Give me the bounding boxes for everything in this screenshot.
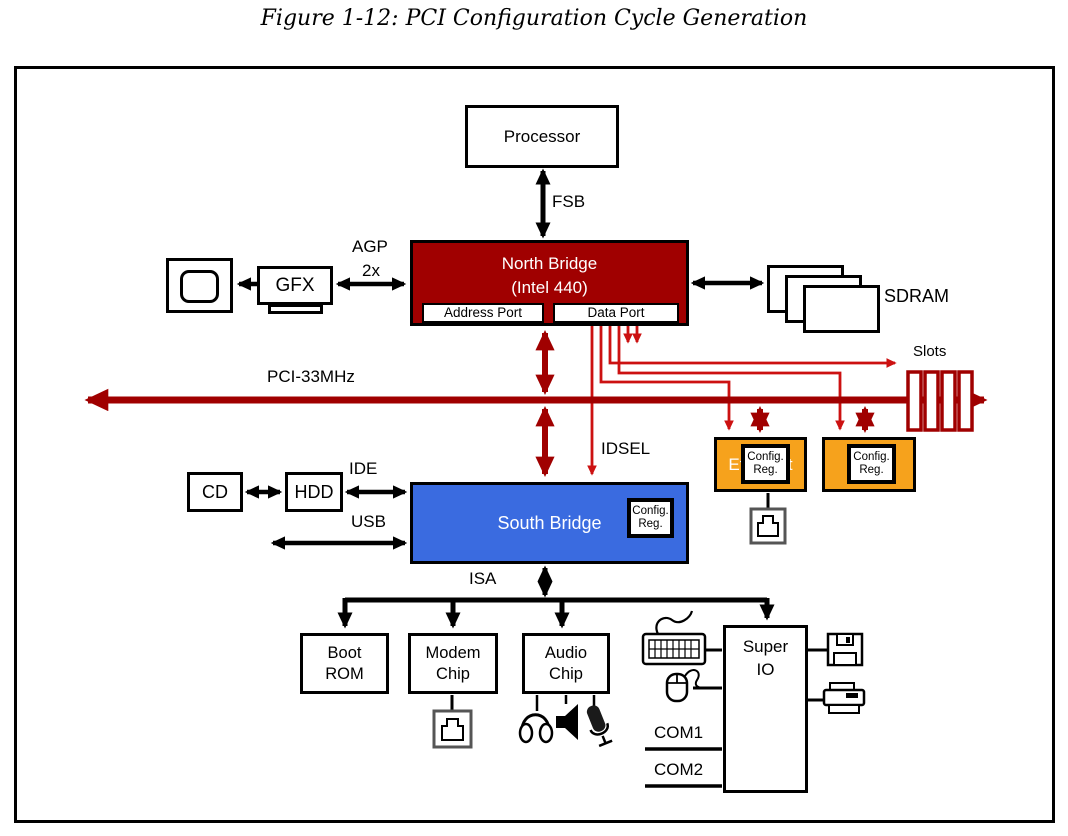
south-bridge-label: South Bridge — [497, 512, 602, 533]
super-io-line1: Super — [742, 637, 789, 656]
config-reg-line1: Config. — [747, 450, 784, 463]
config-reg-line2: Reg. — [859, 464, 884, 476]
isa-label: ISA — [469, 569, 497, 588]
gfx-label: GFX — [275, 274, 315, 296]
super-io-block: Super IO — [723, 625, 808, 793]
agp-speed-label: 2x — [362, 261, 380, 280]
figure-caption: Figure 1-12: PCI Configuration Cycle Gen… — [260, 6, 808, 31]
sdram-label: SDRAM — [884, 286, 950, 306]
south-bridge-config-reg: Config. Reg. — [627, 498, 674, 538]
boot-rom-block: Boot ROM — [300, 633, 389, 694]
ethernet-config-reg: Config. Reg. — [741, 444, 790, 484]
keyboard-icon — [641, 610, 707, 666]
usb-label: USB — [351, 512, 386, 531]
com1-label: COM1 — [654, 723, 704, 742]
north-bridge-sublabel: (Intel 440) — [511, 277, 588, 297]
pci-bus-label: PCI-33MHz — [267, 367, 355, 386]
monitor-screen — [180, 270, 219, 303]
agp-label: AGP — [352, 237, 388, 256]
data-port: Data Port — [553, 303, 679, 323]
floppy-disk-icon — [826, 632, 864, 667]
modem-chip-block: Modem Chip — [408, 633, 498, 694]
idsel-label: IDSEL — [601, 439, 651, 458]
idsel-line-slots — [608, 323, 897, 368]
audio-chip-block: Audio Chip — [522, 633, 610, 694]
scsi-config-reg: Config. Reg. — [847, 444, 896, 484]
super-io-line2: IO — [756, 659, 775, 679]
boot-rom-line2: ROM — [325, 664, 364, 683]
rj45-jack-icon-ethernet — [749, 507, 787, 545]
gfx-block: GFX — [257, 266, 333, 305]
headphones-icon — [518, 713, 554, 744]
north-bridge-label: North Bridge — [501, 254, 598, 273]
slots-label: Slots — [913, 343, 947, 360]
hdd-block: HDD — [285, 472, 343, 512]
ide-label: IDE — [349, 459, 378, 478]
icon-layer — [432, 507, 866, 749]
cd-label: CD — [202, 481, 228, 502]
sdram-module-3 — [803, 285, 880, 333]
pci-bus-group — [84, 330, 988, 477]
slot-connectors-icon — [906, 370, 974, 432]
rj45-jack-icon-modem — [432, 709, 473, 749]
config-reg-line2: Reg. — [753, 464, 778, 476]
modem-chip-line2: Chip — [436, 664, 470, 683]
fsb-label: FSB — [552, 192, 586, 211]
processor-block: Processor — [465, 105, 619, 168]
config-reg-line2: Reg. — [638, 518, 663, 530]
address-port-label: Address Port — [443, 304, 523, 320]
speaker-icon — [556, 704, 578, 740]
address-port: Address Port — [422, 303, 544, 323]
config-reg-line1: Config. — [632, 504, 669, 517]
modem-chip-line1: Modem — [425, 643, 481, 662]
gfx-stand — [268, 304, 323, 314]
microphone-icon — [586, 705, 613, 748]
hdd-label: HDD — [294, 481, 334, 502]
cd-block: CD — [187, 472, 243, 512]
boot-rom-line1: Boot — [327, 643, 362, 662]
config-reg-line1: Config. — [853, 450, 890, 463]
audio-chip-line1: Audio — [544, 643, 588, 662]
printer-icon — [822, 682, 866, 714]
mouse-icon — [665, 669, 702, 703]
com2-label: COM2 — [654, 760, 704, 779]
data-port-label: Data Port — [587, 304, 645, 320]
audio-chip-line2: Chip — [549, 664, 583, 683]
processor-label: Processor — [503, 126, 581, 146]
black-connectors — [236, 168, 827, 788]
